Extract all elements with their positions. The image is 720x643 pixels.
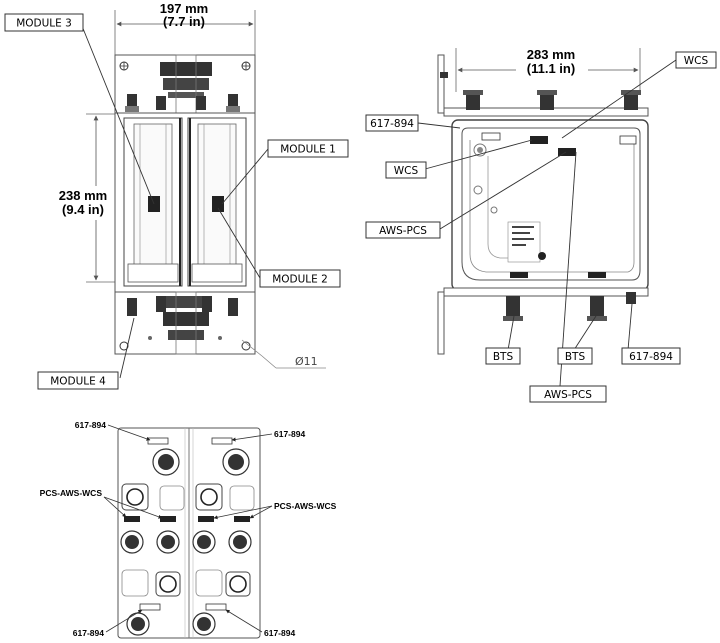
side-width-dim-in: (11.1 in) — [527, 61, 575, 76]
front-view: 197 mm (7.7 in) 238 mm (9.4 in) — [4, 1, 349, 390]
front-height-dim-mm: 238 mm — [59, 188, 107, 203]
label-wcs-top: WCS — [684, 55, 709, 67]
label-617-894-top: 617-894 — [370, 118, 414, 130]
side-width-dim-mm: 283 mm — [527, 47, 575, 62]
front-height-dim-in: (9.4 in) — [62, 202, 104, 217]
label-617-894-bottom: 617-894 — [629, 351, 673, 363]
label-pcs-aws-wcs-right: PCS-AWS-WCS — [274, 501, 337, 511]
label-module-1: MODULE 1 — [280, 144, 336, 156]
label-bts-right: BTS — [565, 351, 586, 363]
label-pcs-aws-wcs-left: PCS-AWS-WCS — [40, 488, 103, 498]
label-module-2: MODULE 2 — [272, 274, 328, 286]
label-module-3: MODULE 3 — [16, 18, 72, 30]
label-aws-pcs-bottom: AWS-PCS — [544, 389, 592, 401]
side-view: 283 mm (11.1 in) — [365, 46, 717, 403]
front-width-dim-in: (7.7 in) — [163, 14, 205, 29]
label-bottom-617-894-tl: 617-894 — [75, 420, 106, 430]
bottom-view: 617-894 617-894 PCS-AWS-WCS PCS-AWS-WCS … — [40, 420, 337, 639]
label-aws-pcs-left: AWS-PCS — [379, 225, 427, 237]
label-wcs-left: WCS — [394, 165, 419, 177]
hole-diameter-label: Ø11 — [295, 355, 318, 368]
label-bottom-617-894-tr: 617-894 — [274, 429, 305, 439]
label-bts-left: BTS — [493, 351, 514, 363]
label-bottom-617-894-bl: 617-894 — [73, 628, 104, 638]
front-width-dim-mm: 197 mm — [160, 1, 208, 16]
label-bottom-617-894-br: 617-894 — [264, 628, 295, 638]
label-module-4: MODULE 4 — [50, 376, 106, 388]
